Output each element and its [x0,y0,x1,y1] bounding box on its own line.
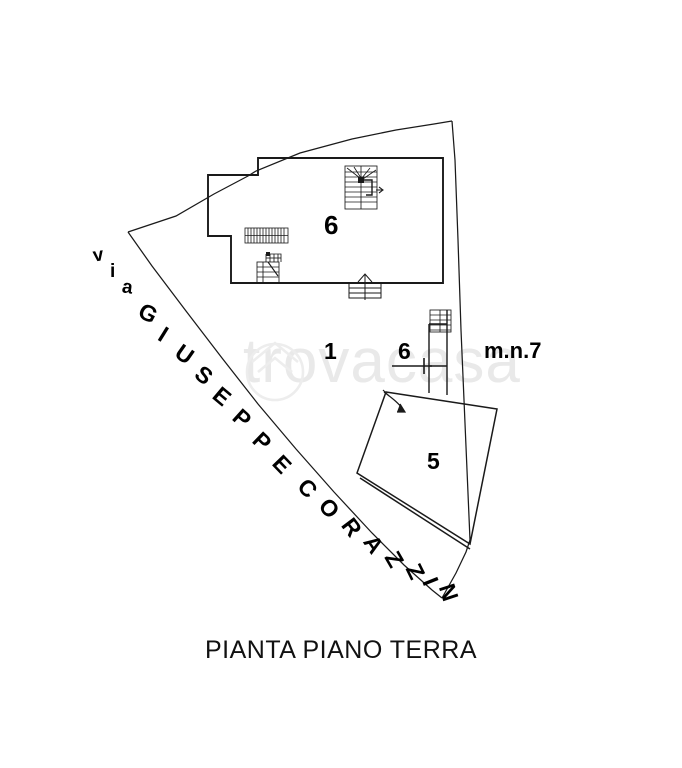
label-leader-line-room-6 [392,358,432,374]
room-label-5-annex: 5 [427,448,440,474]
passage-corridor-room-6 [428,310,448,395]
door-swing-arrow-icon [382,389,407,413]
parcel-boundary [127,120,471,599]
plan-title: PIANTA PIANO TERRA [204,636,478,664]
watermark-house-icon [245,341,305,402]
street-letter: i [110,261,116,282]
watermark-text: trovacasa [243,327,521,396]
entrance-steps-icon [348,273,382,300]
room-label-6-building: 6 [324,210,339,240]
room-label-6-passage: 6 [398,338,411,364]
annex-outline-room-5 [356,391,498,550]
staircase-icon-upper [344,165,384,210]
room-label-1-courtyard: 1 [324,338,337,364]
map-number-label: m.n.7 [484,338,542,363]
street-letter: v [91,244,105,267]
stair-run-icon-middle [244,227,289,244]
building-outline-room-6 [207,157,444,284]
staircase-icon-lower-left [256,252,282,284]
staircase-icon-passage [429,309,452,333]
